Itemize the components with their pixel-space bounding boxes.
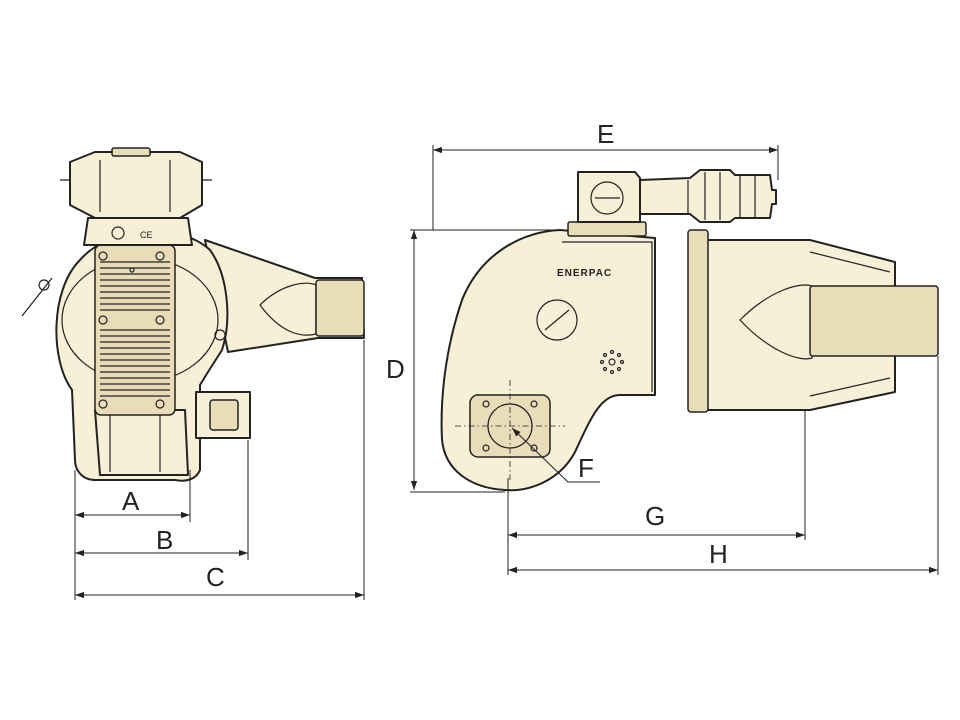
- dim-label-e: E: [597, 119, 614, 149]
- dim-label-a: A: [122, 486, 140, 516]
- side-view-swivel-block: [577, 171, 641, 223]
- dim-label-c: C: [206, 562, 225, 592]
- front-view: CE: [21, 147, 365, 482]
- front-view-ce-mark: CE: [140, 230, 153, 240]
- dim-label-g: G: [645, 501, 665, 531]
- side-view-gear-marker: [599, 349, 625, 375]
- dim-label-h: H: [709, 539, 728, 569]
- front-view-ribs: [100, 261, 170, 397]
- front-view-side-pin: [21, 277, 53, 317]
- front-view-front-block: [94, 409, 189, 476]
- side-view-flange: [687, 229, 709, 413]
- dim-label-d: D: [386, 354, 405, 384]
- side-view-plug: [536, 299, 578, 341]
- front-view-top-plate: [83, 217, 193, 246]
- dimension-lines: [74, 145, 939, 600]
- side-view: ENERPAC: [440, 169, 939, 492]
- front-view-square-drive-housing: [315, 279, 365, 337]
- dimension-labels: A B C D E F G H: [122, 119, 728, 592]
- front-view-swivel-coupler: [69, 151, 203, 219]
- dim-label-f: F: [578, 453, 594, 483]
- side-view-reaction-end: [809, 285, 939, 357]
- side-view-hose-coupler: [639, 169, 777, 223]
- side-view-brand: ENERPAC: [557, 268, 612, 279]
- dim-label-b: B: [156, 525, 173, 555]
